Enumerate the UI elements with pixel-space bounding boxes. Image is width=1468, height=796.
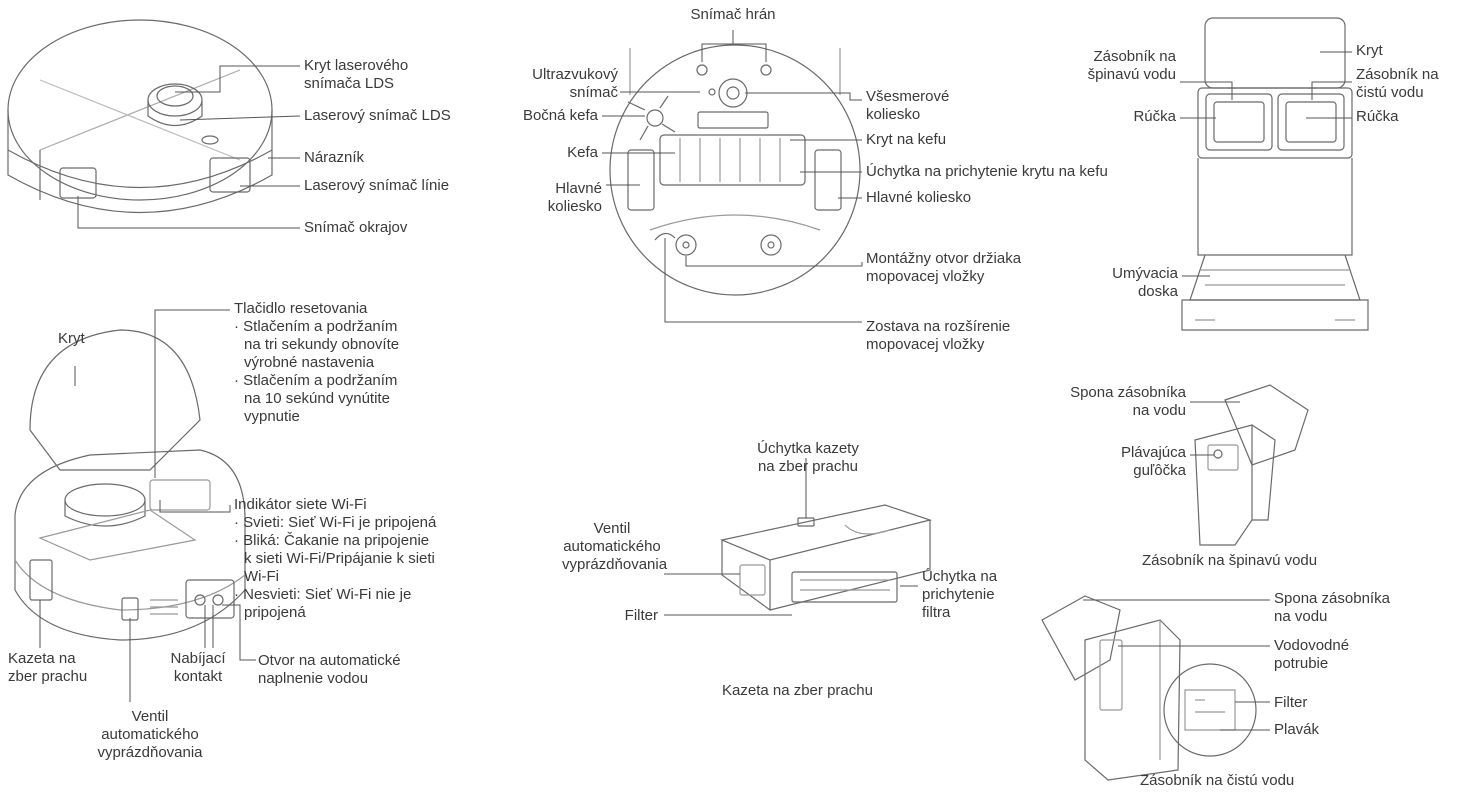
robot-top-leaders <box>77 65 301 229</box>
label-cassette-clip: Úchytka kazety na zber prachu <box>757 440 859 475</box>
label-cassette-filter: Filter <box>624 607 658 624</box>
label-bumper: Nárazník <box>304 149 365 166</box>
label-station-cover: Kryt <box>1356 42 1383 59</box>
label-dirty-clip: Spona zásobníka na vodu <box>1070 384 1186 419</box>
station-drawing <box>1181 17 1369 331</box>
robot-bottom-leaders <box>602 30 863 323</box>
label-charging: Nabíjací kontakt <box>170 650 226 685</box>
robot-open-leaders <box>39 309 256 702</box>
label-wifi-block: Indikátor siete Wi-Fi Svieti: Sieť Wi-Fi… <box>234 496 436 622</box>
label-main-wheel-right: Hlavné koliesko <box>866 189 972 206</box>
dirty-tank-drawing <box>1194 384 1309 546</box>
label-float-ball: Plávajúca guľôčka <box>1120 444 1186 479</box>
label-dirty-tank: Zásobník na špinavú vodu <box>1087 48 1176 83</box>
label-pipe: Vodovodné potrubie <box>1274 637 1350 672</box>
label-filter-clip: Úchytka na prichytenie filtra <box>922 568 998 621</box>
label-lds-sensor: Laserový snímač LDS <box>304 107 451 124</box>
label-brush-cover-clip: Úchytka na prichytenie krytu na kefu <box>866 163 1108 180</box>
caption-clean-tank: Zásobník na čistú vodu <box>1140 772 1295 789</box>
label-brush-cover: Kryt na kefu <box>866 131 947 148</box>
label-reset-block: Tlačidlo resetovania Stlačením a podržan… <box>234 300 399 426</box>
label-float: Plavák <box>1274 721 1320 738</box>
label-clean-filter: Filter <box>1274 694 1308 711</box>
label-line-laser: Laserový snímač línie <box>304 177 450 194</box>
dust-cassette-leaders <box>664 458 918 616</box>
label-clean-clip: Spona zásobníka na vodu <box>1274 590 1390 625</box>
dirty-tank-leaders <box>1190 401 1240 456</box>
label-edge-sensor: Snímač okrajov <box>304 219 408 236</box>
label-mop-mount: Montážny otvor držiaka mopovacej vložky <box>866 250 1022 285</box>
caption-dirty-tank: Zásobník na špinavú vodu <box>1142 552 1318 569</box>
label-dust-box: Kazeta na zber prachu <box>8 650 88 685</box>
label-omni-wheel: Všesmerové koliesko <box>866 88 950 123</box>
label-ultrasonic: Ultrazvukový snímač <box>532 66 618 101</box>
label-main-wheel-left: Hlavné koliesko <box>547 180 602 215</box>
label-brush: Kefa <box>567 144 598 161</box>
caption-dust-cassette: Kazeta na zber prachu <box>722 682 873 699</box>
label-lds-cover: Kryt laserového snímača LDS <box>304 57 409 92</box>
label-wash-board: Umývacia doska <box>1112 265 1178 300</box>
label-cliff-sensor: Snímač hrán <box>690 6 776 23</box>
label-open-cover: Kryt <box>58 330 85 347</box>
clean-tank-drawing <box>1041 595 1257 781</box>
label-mop-extension: Zostava na rozšírenie mopovacej vložky <box>866 318 1011 353</box>
label-handle-left: Rúčka <box>1133 108 1176 125</box>
robot-top-drawing <box>7 19 273 214</box>
label-cassette-valve: Ventil automatického vyprázdňovania <box>562 520 668 573</box>
label-side-brush: Bočná kefa <box>522 107 598 124</box>
robot-bottom-drawing <box>609 44 861 296</box>
clean-tank-leaders <box>1083 599 1270 731</box>
label-handle-right: Rúčka <box>1356 108 1399 125</box>
label-clean-tank: Zásobník na čistú vodu <box>1356 66 1439 101</box>
label-open-valve: Ventil automatického vyprázdňovania <box>97 708 203 761</box>
station-leaders <box>1180 51 1352 277</box>
dust-cassette-drawing <box>719 504 933 612</box>
label-water-port: Otvor na automatické naplnenie vodou <box>258 652 401 687</box>
robot-open-drawing <box>14 329 246 641</box>
